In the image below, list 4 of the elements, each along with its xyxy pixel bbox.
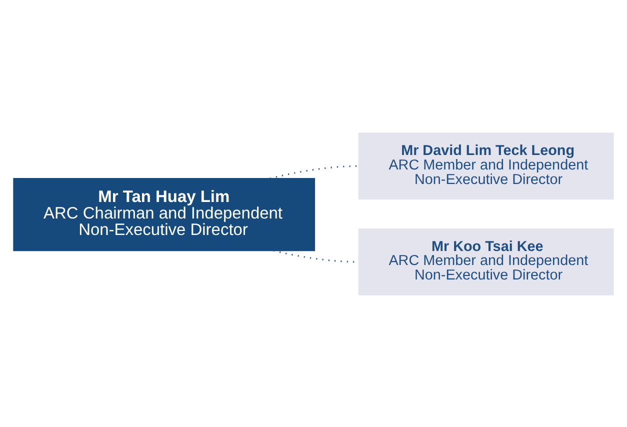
node-box: Mr David Lim Teck Leong ARC Member and Independent Non-Executive Director: [358, 132, 614, 200]
connector: [270, 164, 359, 179]
node-box: Mr Koo Tsai Kee ARC Member and Independent Non-Executive Director: [358, 228, 614, 295]
node-box: Mr Tan Huay Lim ARC Chairman and Independent Non-Executive Director: [13, 177, 316, 251]
